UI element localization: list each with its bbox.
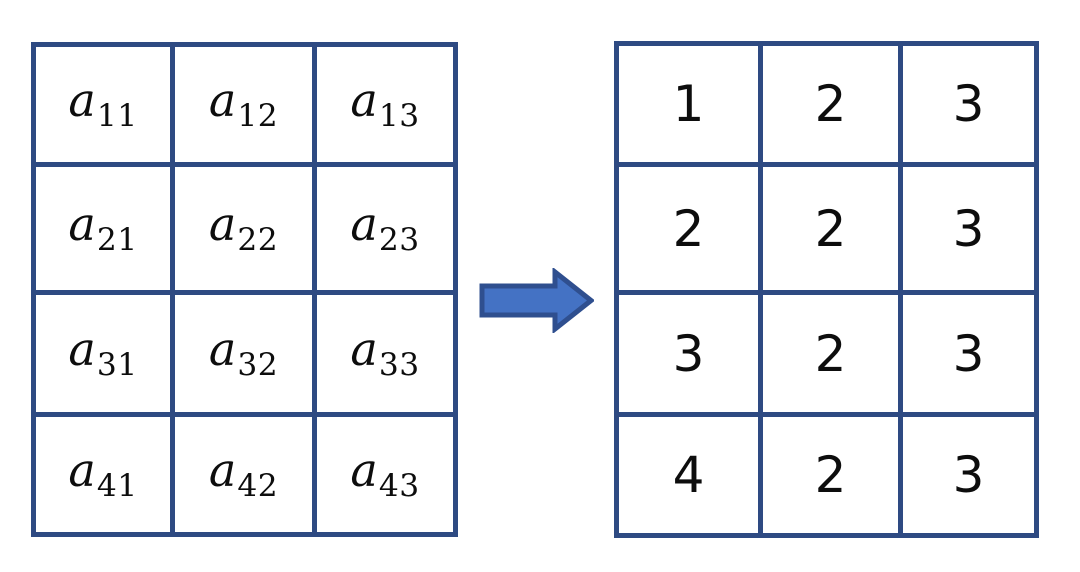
numeric-matrix: 1 2 3 2 2 3 3 2 3 4 2 [614,41,1039,538]
matrix-cell-r2c1: 2 [619,167,763,295]
cell-text-r2c2: 2 [814,199,847,258]
cell-text-r4c1: 4 [672,446,705,504]
matrix-cell-r3c2: 2 [763,295,903,417]
cell-text-a23: a23 [350,197,420,258]
symbolic-matrix: a11 a12 a13 a21 a22 a23 a31 a32 a33 a41 [31,42,458,537]
matrix-cell-a12: a12 [175,47,317,167]
cell-text-a33: a33 [350,322,420,383]
matrix-cell-r1c1: 1 [619,46,763,167]
matrix-cell-a42: a42 [175,417,317,532]
cell-text-a11: a11 [68,73,138,134]
cell-text-a32: a32 [208,322,279,383]
cell-text-r4c2: 2 [814,446,847,504]
matrix-cell-a31: a31 [36,295,175,417]
matrix-cell-r3c3: 3 [903,295,1034,417]
cell-text-a12: a12 [208,73,279,134]
cell-text-r4c3: 3 [952,446,985,504]
matrix-cell-a33: a33 [317,295,453,417]
matrix-cell-a13: a13 [317,47,453,167]
cell-text-a43: a43 [350,443,420,504]
cell-text-a31: a31 [68,322,138,383]
cell-text-r2c3: 3 [952,199,985,258]
cell-text-a13: a13 [350,73,420,134]
matrix-cell-r1c3: 3 [903,46,1034,167]
matrix-cell-r2c3: 3 [903,167,1034,295]
cell-text-r1c2: 2 [814,75,847,133]
cell-text-a42: a42 [208,443,279,504]
cell-text-r3c2: 2 [814,324,847,383]
cell-text-a21: a21 [68,197,138,258]
matrix-cell-r4c1: 4 [619,417,763,533]
cell-text-r1c3: 3 [952,75,985,133]
cell-text-a41: a41 [68,443,138,504]
arrow-right-icon [479,266,596,335]
cell-text-a22: a22 [208,197,279,258]
matrix-cell-a21: a21 [36,167,175,295]
cell-text-r3c3: 3 [952,324,985,383]
matrix-cell-a43: a43 [317,417,453,532]
cell-text-r1c1: 1 [672,75,705,133]
cell-text-r3c1: 3 [672,324,705,383]
matrix-cell-r3c1: 3 [619,295,763,417]
matrix-cell-a11: a11 [36,47,175,167]
matrix-cell-a41: a41 [36,417,175,532]
cell-text-r2c1: 2 [672,199,705,258]
matrix-cell-a32: a32 [175,295,317,417]
matrix-cell-r4c3: 3 [903,417,1034,533]
matrix-cell-r1c2: 2 [763,46,903,167]
matrix-cell-r4c2: 2 [763,417,903,533]
matrix-cell-r2c2: 2 [763,167,903,295]
matrix-cell-a23: a23 [317,167,453,295]
matrix-cell-a22: a22 [175,167,317,295]
